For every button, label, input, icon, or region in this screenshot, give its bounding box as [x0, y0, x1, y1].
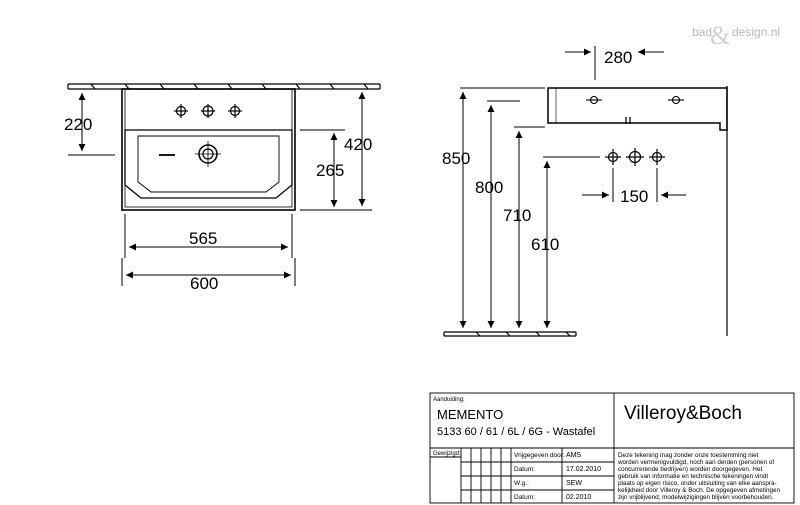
dim-label-265: 265: [316, 161, 344, 180]
disclaimer-line: zijn vrijblijvend; modelwijzigingen blij…: [618, 494, 774, 501]
disclaimer-line: worden vermenigvuldigd, noch aan derden …: [617, 459, 774, 466]
basin-side-outline: [547, 87, 728, 131]
gewijzigd-label: Gewijzigd:: [433, 451, 461, 457]
dimension-850: [459, 87, 545, 328]
front-view: [67, 83, 381, 286]
disclaimer-line: Deze tekening mag zonder onze toestemmin…: [618, 452, 759, 459]
brand-logo: Villeroy&Boch: [624, 403, 742, 424]
dimension-600: [121, 258, 296, 286]
tap-holes-side: [605, 148, 665, 166]
dim-label-420: 420: [344, 135, 372, 154]
basin-bowl: [124, 129, 293, 199]
dim-label-800: 800: [475, 178, 503, 197]
floor-line: [443, 331, 577, 337]
dimension-800: [487, 100, 520, 328]
product-name: MEMENTO: [437, 407, 503, 422]
dim-label-280: 280: [604, 48, 632, 67]
vrijgegeven-value: AMS: [566, 452, 582, 459]
datum1-value: 17.02.2010: [566, 466, 601, 473]
datum2-value: 02.2010: [566, 494, 591, 501]
tap-holes-front: [174, 104, 242, 118]
watermark: bad & design.nl: [692, 21, 780, 50]
dimension-265: [300, 129, 345, 207]
disclaimer-line: plaats op eigen risico, onder uitsluitin…: [618, 480, 777, 487]
watermark-left: bad: [692, 25, 712, 39]
watermark-right: design.nl: [732, 25, 780, 39]
dimension-150: [582, 168, 686, 202]
disclaimer-line: concurrerende bedrijven) worden doorgege…: [618, 466, 762, 473]
dimension-280: [565, 46, 664, 80]
dim-label-220: 220: [64, 115, 92, 134]
datum1-label: Datum:: [514, 466, 535, 473]
dim-label-710: 710: [503, 206, 531, 225]
vrijgegeven-label: Vrijgegeven door:: [514, 452, 565, 459]
dim-label-850: 850: [442, 149, 470, 168]
dimension-710: [514, 126, 545, 328]
dimension-610: [543, 156, 600, 328]
wg-value: SEW: [566, 480, 582, 487]
title-block: [429, 392, 795, 504]
watermark-ampersand: &: [710, 21, 730, 50]
dim-label-150: 150: [620, 187, 648, 206]
wg-label: W.g.:: [514, 480, 529, 487]
aanduiding-label: Aanduiding:: [433, 397, 465, 403]
dimension-565: [124, 214, 293, 258]
side-view: [443, 46, 728, 337]
datum2-label: Datum:: [514, 494, 535, 501]
dim-label-600: 600: [190, 274, 218, 293]
disclaimer-line: gebruik van informatie en technische tek…: [618, 473, 768, 480]
dimension-220: [68, 93, 115, 156]
disclaimer: Deze tekening mag zonder onze toestemmin…: [617, 452, 780, 501]
dimension-420: [300, 92, 372, 211]
disclaimer-line: kelijkheid door Villeroy & Boch. De opge…: [618, 487, 780, 494]
dim-label-565: 565: [189, 229, 217, 248]
dim-label-610: 610: [531, 235, 559, 254]
drain-icon: [195, 141, 221, 167]
product-codes: 5133 60 / 61 / 6L / 6G - Wastafel: [437, 426, 595, 438]
